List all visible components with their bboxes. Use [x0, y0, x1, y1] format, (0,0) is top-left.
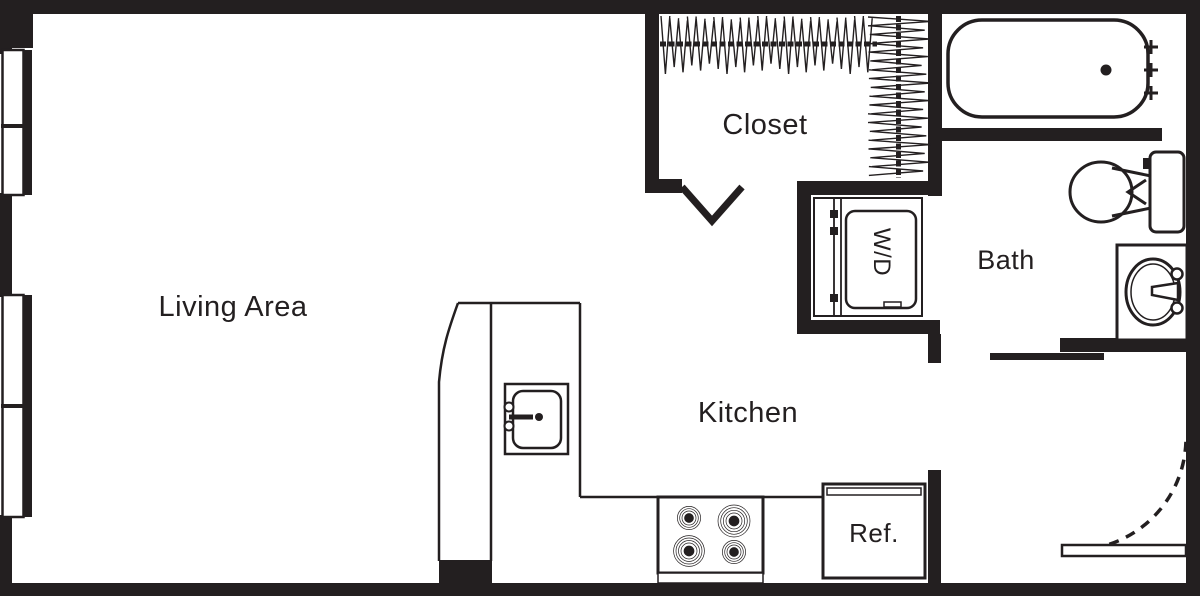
- burner: [717, 504, 751, 538]
- washer-dryer: W/D: [813, 197, 923, 317]
- wall-left-seg2: [0, 193, 12, 297]
- bathroom-faucet-handle: [1170, 301, 1184, 315]
- counter-wall-stub: [439, 560, 492, 583]
- refrigerator-top-strip: [826, 487, 922, 496]
- burner: [673, 535, 705, 567]
- bathtub-outline: [946, 18, 1150, 119]
- wall-left-seg1: [0, 0, 12, 54]
- bath-pocket-door: [990, 353, 1104, 360]
- wd-top-wall: [797, 181, 940, 195]
- bath-label: Bath: [977, 245, 1035, 275]
- toilet-seat-lines: [1111, 166, 1152, 218]
- refrigerator-outline: [821, 482, 927, 580]
- window-mullion: [1, 404, 32, 408]
- kitchen-counter: [437, 301, 824, 561]
- door-swing-arc: [1073, 437, 1188, 552]
- living-area-label: Living Area: [159, 291, 308, 323]
- bathtub-faucet-icon: [1144, 40, 1158, 100]
- kitchen-bath-stub-lower: [928, 470, 941, 583]
- wd-bottom-wall: [797, 320, 940, 334]
- closet-left-wall: [645, 12, 659, 193]
- wd-hinge-icon: [830, 210, 838, 218]
- stove-front-strip: [657, 572, 764, 584]
- window-upper: [1, 48, 32, 197]
- wd-hinge-icon: [830, 227, 838, 235]
- closet-door-chevron: [679, 184, 745, 227]
- kitchen-label: Kitchen: [698, 397, 798, 429]
- window-inner-edge: [23, 50, 32, 195]
- closet-label: Closet: [722, 109, 807, 141]
- closet-rod-vertical: [867, 16, 932, 178]
- toilet-bowl: [1068, 160, 1134, 224]
- bathtub: [946, 18, 1158, 119]
- kitchen-faucet-tip: [535, 413, 543, 421]
- window-frame: [1, 48, 25, 197]
- hangers-icon: [867, 16, 932, 177]
- wall-left-seg3: [0, 515, 12, 596]
- bathtub-drain-icon: [1100, 64, 1112, 76]
- stove-outline: [656, 495, 765, 575]
- bathroom-vanity: [1115, 243, 1189, 342]
- burner: [677, 506, 701, 530]
- stove: [656, 495, 765, 584]
- kitchen-sink: [503, 382, 570, 456]
- closet-bath-wall: [928, 12, 942, 196]
- wall-bottom: [0, 583, 1200, 596]
- wd-unit: [844, 209, 918, 310]
- wd-left-wall: [797, 181, 811, 334]
- refrigerator-label: Ref.: [849, 518, 899, 548]
- toilet-tank: [1148, 150, 1186, 234]
- wd-hinge-icon: [830, 294, 838, 302]
- kitchen-faucet-handle: [503, 420, 515, 432]
- door-leaf: [1060, 543, 1188, 558]
- wall-right: [1186, 0, 1200, 596]
- entry-door: [1060, 437, 1188, 558]
- hangers-icon: [660, 15, 873, 75]
- washer-dryer-label: W/D: [868, 228, 895, 276]
- toilet: [1068, 150, 1186, 234]
- toilet-handle: [1143, 158, 1149, 169]
- kitchen-faucet-handle: [503, 401, 515, 413]
- tub-half-wall: [933, 128, 1162, 141]
- closet-bottom-wall: [645, 179, 682, 193]
- window-lower: [1, 293, 32, 519]
- wall-top: [0, 0, 1200, 14]
- closet-rod-horizontal: [660, 15, 877, 75]
- bathroom-faucet-handle: [1170, 267, 1184, 281]
- window-mullion: [1, 124, 32, 128]
- bathroom-faucet-spout-icon: [1150, 281, 1180, 302]
- wd-unit-notch: [883, 301, 902, 308]
- refrigerator: Ref.: [821, 482, 927, 580]
- burner: [722, 540, 746, 564]
- counter-curved-edge: [437, 302, 460, 561]
- kitchen-bath-stub-upper: [928, 334, 941, 363]
